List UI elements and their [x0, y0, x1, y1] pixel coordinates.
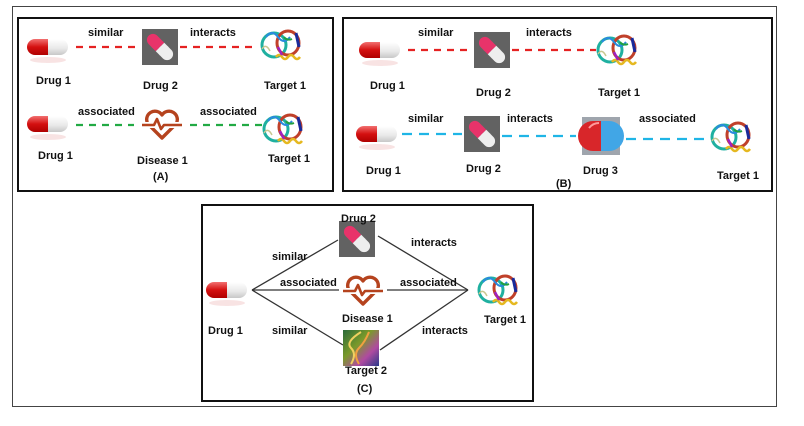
edge-label: similar	[418, 27, 454, 39]
drug-red-blue-capsule-icon	[577, 116, 625, 156]
drug-pill-icon	[27, 116, 68, 140]
drug-pill-icon	[356, 126, 397, 150]
edge-label: similar	[408, 113, 444, 125]
panel-caption: (A)	[153, 171, 169, 183]
edge-label: similar	[88, 27, 124, 39]
edge-label: associated	[639, 113, 696, 125]
node-label: Drug 1	[366, 165, 401, 177]
protein-target-icon	[477, 274, 519, 306]
drug-capsule-photo-icon	[464, 116, 500, 152]
node-label: Target 1	[264, 80, 306, 92]
edge-label: similar	[272, 251, 308, 263]
protein-target-icon	[596, 34, 638, 66]
node-label: Drug 1	[36, 75, 71, 87]
edge-label: interacts	[422, 325, 468, 337]
drug-pill-icon	[206, 282, 247, 306]
edge-c-similar-top	[251, 239, 339, 291]
edge-label: interacts	[411, 237, 457, 249]
protein-target-icon	[260, 29, 302, 61]
node-label: Drug 1	[370, 80, 405, 92]
node-label: Drug 2	[466, 163, 501, 175]
heart-disease-icon	[341, 275, 385, 306]
node-label: Target 2	[345, 365, 387, 377]
panel-caption: (C)	[357, 383, 373, 395]
drug-capsule-photo-icon	[474, 32, 510, 68]
node-label: Drug 1	[208, 325, 243, 337]
edge-label: associated	[78, 106, 135, 118]
edge-label: interacts	[526, 27, 572, 39]
node-label: Target 1	[268, 153, 310, 165]
node-label: Target 1	[598, 87, 640, 99]
node-label: Drug 3	[583, 165, 618, 177]
node-label: Disease 1	[137, 155, 188, 167]
edge-label: associated	[200, 106, 257, 118]
protein-target-icon	[262, 113, 304, 145]
edge-c-similar-bottom	[251, 289, 344, 346]
edge-c-interacts-bottom	[379, 289, 469, 351]
figure-frame	[12, 6, 777, 407]
panel-caption: (B)	[556, 178, 572, 190]
dna-target-icon	[342, 329, 380, 367]
node-label: Drug 2	[143, 80, 178, 92]
edge-label: associated	[400, 277, 457, 289]
edge-c-interacts-top	[377, 235, 469, 291]
node-label: Target 1	[717, 170, 759, 182]
drug-capsule-photo-icon	[339, 221, 375, 257]
drug-pill-icon	[27, 39, 68, 63]
edge-label: interacts	[507, 113, 553, 125]
node-label: Target 1	[484, 314, 526, 326]
drug-pill-icon	[359, 42, 400, 66]
node-label: Disease 1	[342, 313, 393, 325]
edge-label: interacts	[190, 27, 236, 39]
panel-b	[342, 17, 773, 192]
node-label: Drug 2	[341, 213, 376, 225]
protein-target-icon	[710, 121, 752, 153]
edge-label: similar	[272, 325, 308, 337]
drug-capsule-photo-icon	[142, 29, 178, 65]
heart-disease-icon	[140, 109, 184, 140]
node-label: Drug 1	[38, 150, 73, 162]
edge-label: associated	[280, 277, 337, 289]
node-label: Drug 2	[476, 87, 511, 99]
